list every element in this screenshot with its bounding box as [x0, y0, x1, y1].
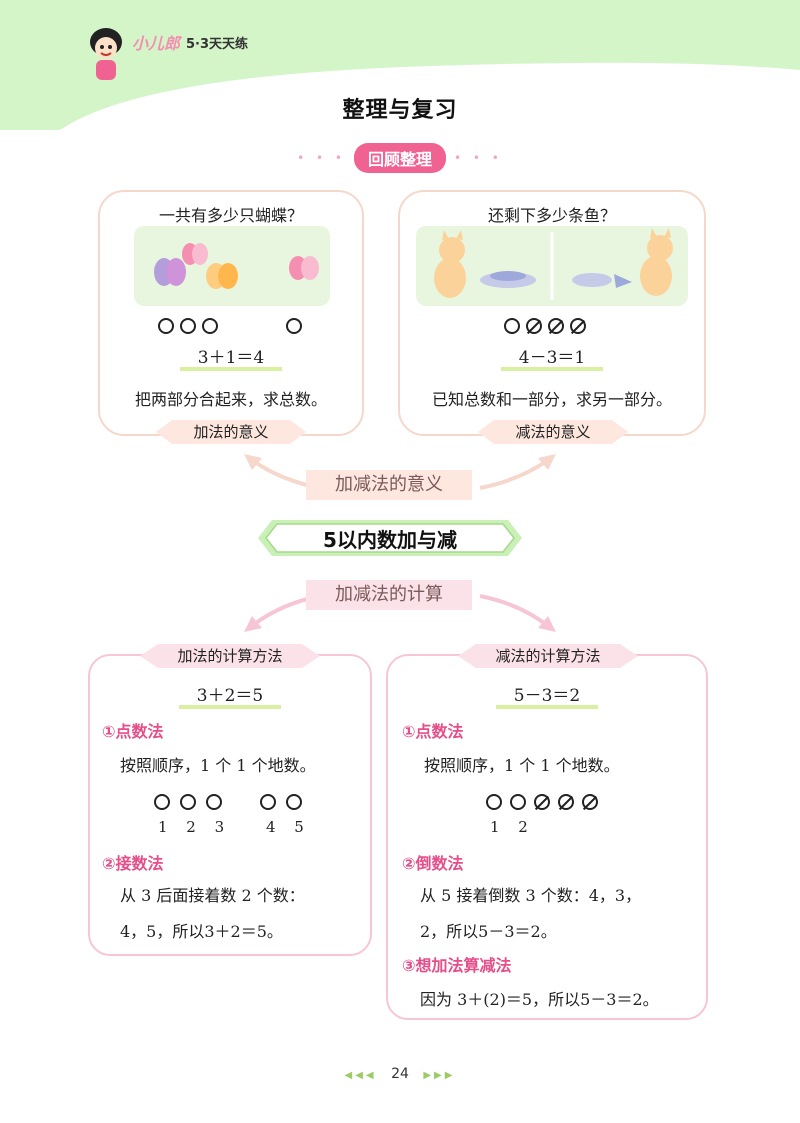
description: 把两部分合起来，求总数。: [134, 390, 327, 409]
left-arrows-icon: ◀◀◀: [344, 1070, 377, 1081]
card-question: 还剩下多少条鱼？: [487, 206, 616, 225]
brand-logo: 小儿郎: [132, 34, 181, 53]
subtraction-method-card: 减法的计算方法 5－3＝2 ①点数法 按照顺序，1 个 1 个地数。 1 2 ②…: [386, 644, 708, 1020]
butterfly-icon: [289, 256, 319, 280]
addition-method-card: 加法的计算方法 3＋2＝5 ①点数法 按照顺序，1 个 1 个地数。 1 2 3…: [88, 644, 372, 956]
header-background: [0, 0, 800, 130]
calc-label: 加减法的计算: [306, 580, 472, 610]
equation: 3＋1＝4: [179, 349, 283, 371]
decorative-dots-left: • • •: [297, 151, 346, 165]
equation: 4－3＝1: [500, 349, 604, 371]
card-title: 加法的计算方法: [140, 644, 320, 668]
butterfly-picture: [134, 226, 330, 306]
page-title: 整理与复习: [342, 98, 458, 123]
section-title: 回顾整理: [353, 143, 446, 173]
equation: 5－3＝2: [495, 687, 599, 709]
meaning-label: 加减法的意义: [306, 470, 472, 500]
butterfly-icon: [154, 258, 186, 286]
butterfly-icon: [206, 263, 238, 289]
step-dot-counting: ①点数法: [102, 722, 164, 741]
step-think-addition: ③想加法算减法: [402, 956, 512, 975]
brand-name: 5·3天天练: [186, 36, 249, 52]
subtraction-meaning-card: 还剩下多少条鱼？ 4－3＝1 已知总数和一部分，求另一部分。 减法的意义: [398, 190, 706, 444]
step-continue-counting: ②接数法: [102, 854, 164, 873]
equation: 3＋2＝5: [178, 687, 282, 709]
page-footer: ◀◀◀ 24 ▶▶▶: [0, 1066, 800, 1082]
step-text: 从 3 后面接着数 2 个数：: [120, 886, 305, 905]
card-title: 减法的计算方法: [458, 644, 638, 668]
page-number: 24: [391, 1066, 409, 1082]
card-question: 一共有多少只蝴蝶？: [158, 206, 303, 225]
cat-icon: [434, 230, 466, 298]
decorative-dots-right: • • •: [454, 151, 503, 165]
cat-icon: [640, 228, 673, 296]
step-text: 从 5 接着倒数 3 个数：4，3，: [420, 886, 642, 905]
step-reverse-counting: ②倒数法: [402, 854, 464, 873]
step-text: 2，所以5－3＝2。: [420, 922, 557, 941]
count-circles: [158, 318, 302, 334]
right-arrows-icon: ▶▶▶: [423, 1070, 456, 1081]
fish-icon: [572, 273, 632, 288]
description: 已知总数和一部分，求另一部分。: [431, 390, 672, 409]
brand: 小儿郎 5·3天天练: [132, 30, 248, 54]
count-numbers: 1 2 3: [158, 818, 225, 836]
count-numbers: 4 5: [266, 818, 304, 836]
count-circles: [504, 318, 586, 334]
section-header: • • • 回顾整理 • • •: [290, 143, 510, 173]
count-numbers: 1 2: [490, 818, 528, 836]
count-circles: [486, 794, 598, 810]
addition-meaning-label: 加法的意义: [156, 420, 306, 444]
step-text: 4，5，所以3＋2＝5。: [120, 922, 283, 941]
cat-fish-picture: [416, 226, 688, 306]
step-dot-counting: ①点数法: [402, 722, 464, 741]
step-text: 因为 3＋(2)＝5，所以5－3＝2。: [420, 990, 659, 1009]
butterfly-icon: [182, 243, 208, 265]
step-text: 按照顺序，1 个 1 个地数。: [120, 756, 316, 775]
center-topic: 5以内数加与减: [258, 518, 522, 558]
mascot-icon: [90, 28, 122, 80]
count-circles: [154, 794, 302, 810]
subtraction-meaning-label: 减法的意义: [478, 420, 628, 444]
fish-icon: [480, 271, 536, 288]
step-text: 按照顺序，1 个 1 个地数。: [424, 756, 620, 775]
addition-meaning-card: 一共有多少只蝴蝶？ 3＋1＝4 把两部分合起来，求总数。 加法的意义: [98, 190, 364, 444]
center-title: 5以内数加与减: [323, 528, 457, 552]
